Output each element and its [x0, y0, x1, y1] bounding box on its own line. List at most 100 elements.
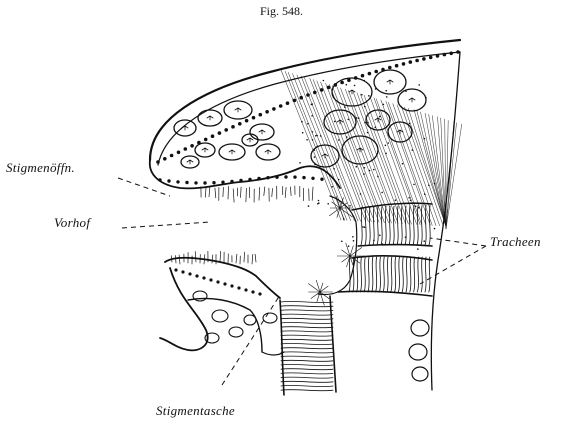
lower-lip-dot — [244, 288, 247, 291]
stipple — [368, 95, 370, 97]
cuticle-dot — [429, 56, 433, 60]
cuticle-dot — [163, 157, 167, 161]
stipple — [307, 123, 309, 125]
rim-dot — [158, 178, 161, 181]
taenidium — [281, 301, 333, 302]
lower-lip-dot — [188, 272, 191, 275]
stipple — [375, 88, 377, 90]
stipple — [364, 122, 366, 124]
stipple — [299, 162, 301, 164]
taenidium — [281, 364, 333, 365]
stipple — [301, 121, 303, 123]
stipple — [320, 135, 322, 137]
trachea-middle-bottom — [338, 291, 432, 296]
round-cell — [409, 344, 427, 360]
stipple — [434, 183, 436, 185]
stipple — [408, 197, 410, 199]
taenidium — [281, 318, 333, 319]
hair — [259, 187, 260, 200]
lower-lip-dot — [181, 270, 184, 273]
stipple — [395, 199, 397, 201]
stipple — [373, 240, 375, 242]
muscle-fibre — [353, 92, 402, 224]
cuticle-dot — [409, 60, 413, 64]
hair — [246, 188, 247, 202]
cell-nucleus — [387, 80, 393, 84]
stipple — [338, 139, 340, 141]
spine — [316, 280, 320, 292]
taenidium — [387, 257, 388, 292]
cuticle-dot — [204, 138, 208, 142]
cuticle-dot — [361, 74, 365, 78]
taenidium — [360, 257, 361, 292]
stipple — [379, 116, 381, 118]
tissue-cell — [212, 310, 228, 322]
taenidium — [417, 206, 418, 245]
cell-nucleus — [187, 160, 193, 164]
stipple — [356, 117, 358, 119]
stipple — [405, 91, 407, 93]
lower-lip-dot — [209, 278, 212, 281]
lower-lip — [165, 258, 280, 298]
cell-nucleus — [207, 116, 213, 120]
stipple — [402, 163, 404, 165]
taenidium — [353, 257, 354, 292]
stipple — [354, 85, 356, 87]
stipple — [352, 236, 354, 238]
cuticle-dot — [252, 116, 256, 120]
taenidium — [281, 310, 333, 311]
taenidium — [369, 207, 370, 245]
label-tracheae: Tracheen — [490, 234, 541, 250]
lower-lip-dot — [230, 284, 233, 287]
hair — [220, 251, 221, 262]
cuticle-dot — [436, 54, 440, 58]
hair — [312, 187, 313, 200]
taenidium — [281, 343, 333, 344]
stipple — [415, 206, 417, 208]
taenidium — [281, 377, 333, 378]
taenidium — [410, 257, 411, 292]
stipple — [409, 123, 411, 125]
lower-lip-dot — [202, 276, 205, 279]
cell-nucleus — [247, 138, 253, 142]
cuticle-dot — [184, 147, 188, 151]
taenidium — [281, 335, 333, 336]
stipple — [362, 226, 364, 228]
label-stigma-pocket: Stigmentasche — [156, 403, 235, 419]
spine — [308, 284, 320, 292]
taenidium — [401, 206, 402, 245]
stipple — [424, 138, 426, 140]
cuticle-dot — [156, 160, 160, 164]
hair — [291, 187, 292, 196]
stipple — [302, 132, 304, 134]
spine — [346, 243, 350, 256]
lower-lip-dot — [174, 268, 177, 271]
taenidium — [349, 257, 350, 292]
stipple — [314, 164, 316, 166]
stipple — [410, 200, 412, 202]
cuticle-dot — [279, 104, 283, 108]
taenidium — [421, 206, 422, 246]
cell-nucleus — [265, 150, 271, 154]
stipple — [423, 240, 425, 242]
hair — [171, 256, 172, 262]
stipple — [417, 248, 419, 250]
cell-nucleus — [349, 90, 355, 94]
stipple — [318, 202, 320, 204]
stipple — [369, 170, 371, 172]
taenidium — [281, 369, 333, 370]
stipple — [346, 84, 348, 86]
rim-dot — [293, 175, 296, 178]
taenidium — [389, 206, 390, 245]
cuticle-dot — [395, 64, 399, 68]
taenidium — [281, 352, 333, 353]
hair — [175, 256, 176, 264]
cuticle-dot — [456, 50, 460, 54]
rim-dot — [230, 180, 233, 183]
stipple — [412, 149, 414, 151]
taenidium — [379, 257, 380, 292]
taenidium — [281, 385, 333, 386]
hair — [215, 188, 216, 198]
rim-dot — [212, 181, 215, 184]
lower-lip-fold — [160, 268, 208, 350]
